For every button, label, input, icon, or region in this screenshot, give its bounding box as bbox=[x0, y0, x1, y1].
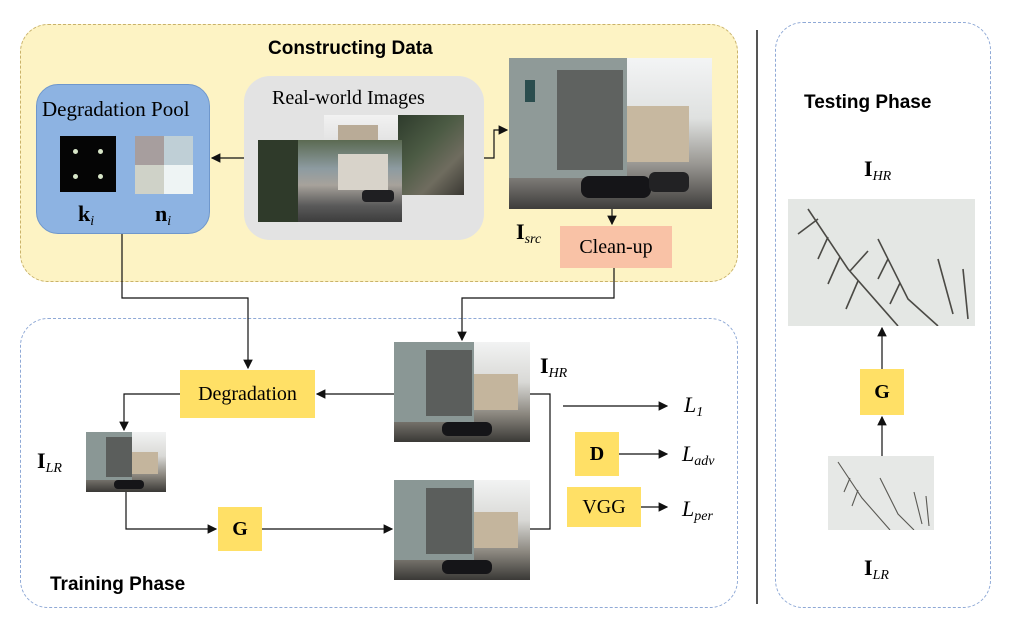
loss-adv: Ladv bbox=[682, 441, 715, 469]
phase-divider bbox=[756, 30, 758, 604]
training-sr-image bbox=[394, 480, 530, 580]
degradation-block: Degradation bbox=[180, 370, 315, 418]
cleanup-block: Clean-up bbox=[560, 226, 672, 268]
testing-phase-title: Testing Phase bbox=[804, 92, 932, 113]
source-image-label: Isrc bbox=[516, 219, 542, 247]
training-lr-image bbox=[86, 432, 166, 492]
training-phase-region bbox=[20, 318, 738, 608]
noise-image bbox=[135, 136, 193, 194]
discriminator-block: D bbox=[575, 432, 619, 476]
noise-label: ni bbox=[155, 201, 172, 229]
arrow-pool-to-degradation bbox=[121, 234, 253, 370]
arrow-lr-to-g bbox=[125, 492, 218, 534]
arrow-realworld-to-src bbox=[484, 125, 509, 159]
kernel-image bbox=[60, 136, 116, 192]
real-world-photo-front bbox=[258, 140, 402, 222]
real-world-images-title: Real-world Images bbox=[272, 87, 425, 109]
testing-hr-image bbox=[788, 199, 975, 326]
training-lr-label: ILR bbox=[37, 448, 62, 476]
constructing-data-title: Constructing Data bbox=[268, 38, 433, 59]
testing-lr-image bbox=[828, 456, 934, 530]
training-hr-image bbox=[394, 342, 530, 442]
arrow-degradation-to-lr bbox=[119, 393, 180, 432]
testing-phase-region bbox=[775, 22, 991, 608]
testing-hr-label: IHR bbox=[864, 156, 892, 184]
loss-per: Lper bbox=[682, 496, 713, 524]
arrow-cleanup-to-hr bbox=[457, 268, 615, 342]
vgg-block: VGG bbox=[567, 487, 641, 527]
training-hr-label: IHR bbox=[540, 353, 568, 381]
degradation-pool-title: Degradation Pool bbox=[42, 97, 190, 121]
loss-l1: L1 bbox=[684, 392, 704, 420]
source-image bbox=[509, 58, 712, 209]
testing-generator-block: G bbox=[860, 369, 904, 415]
kernel-label: ki bbox=[78, 201, 95, 229]
bracket-hr-sr bbox=[530, 393, 551, 530]
testing-lr-label: ILR bbox=[864, 555, 889, 583]
real-world-photo-right bbox=[398, 115, 464, 195]
training-generator-block: G bbox=[218, 507, 262, 551]
training-phase-title: Training Phase bbox=[50, 574, 186, 595]
